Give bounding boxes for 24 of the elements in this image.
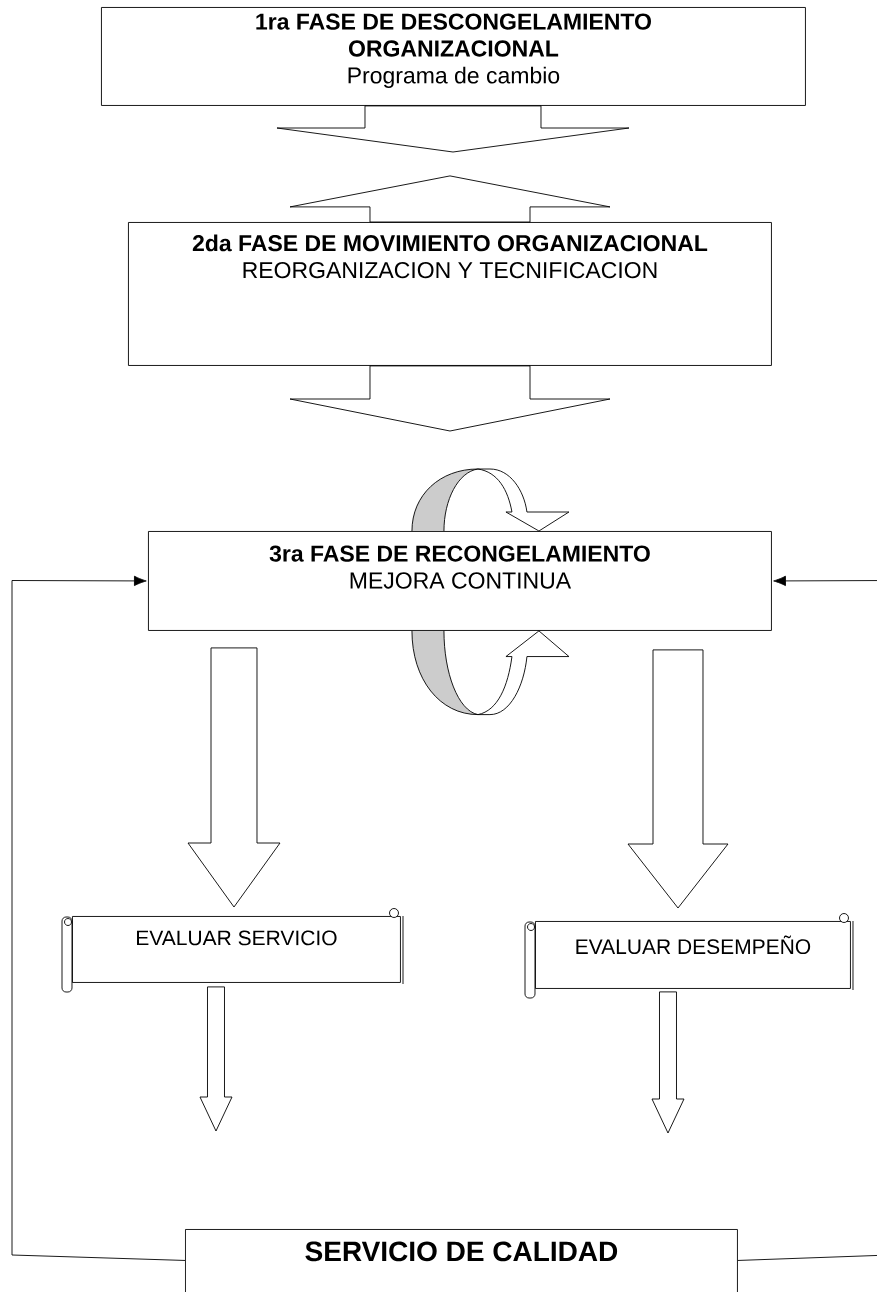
block-arrow [289,365,611,432]
phase-subtitle: REORGANIZACION Y TECNIFICACION [243,261,657,279]
cycle-arrow [477,630,570,716]
banner-text: EVALUAR DESEMPEÑO [576,935,811,955]
process-box [185,1229,738,1292]
process-box [101,7,806,106]
phase-title: 1ra FASE DE DESCONGELAMIENTO ORGANIZACIONAL [256,13,651,57]
block-arrow [627,649,729,909]
phase-subtitle: Programa de cambio [348,66,560,89]
phase-title: 3ra FASE DE RECONGELAMIENTO [269,545,650,562]
phase-title: 2da FASE DE MOVIMIENTO ORGANIZACIONAL [192,234,708,252]
block-arrow [199,986,233,1132]
process-box [128,222,772,366]
block-arrow [187,647,281,908]
block-arrow [651,991,685,1134]
cycle-arrow [477,468,570,532]
result-title: SERVICIO DE CALIDAD [305,1241,618,1262]
feedback-arrow [11,575,186,1261]
process-box [148,531,772,631]
block-arrow [276,105,630,153]
banner-text: EVALUAR SERVICIO [137,930,337,946]
feedback-arrow [737,575,877,1261]
phase-subtitle: MEJORA CONTINUA [350,572,572,589]
block-arrow [289,175,611,223]
